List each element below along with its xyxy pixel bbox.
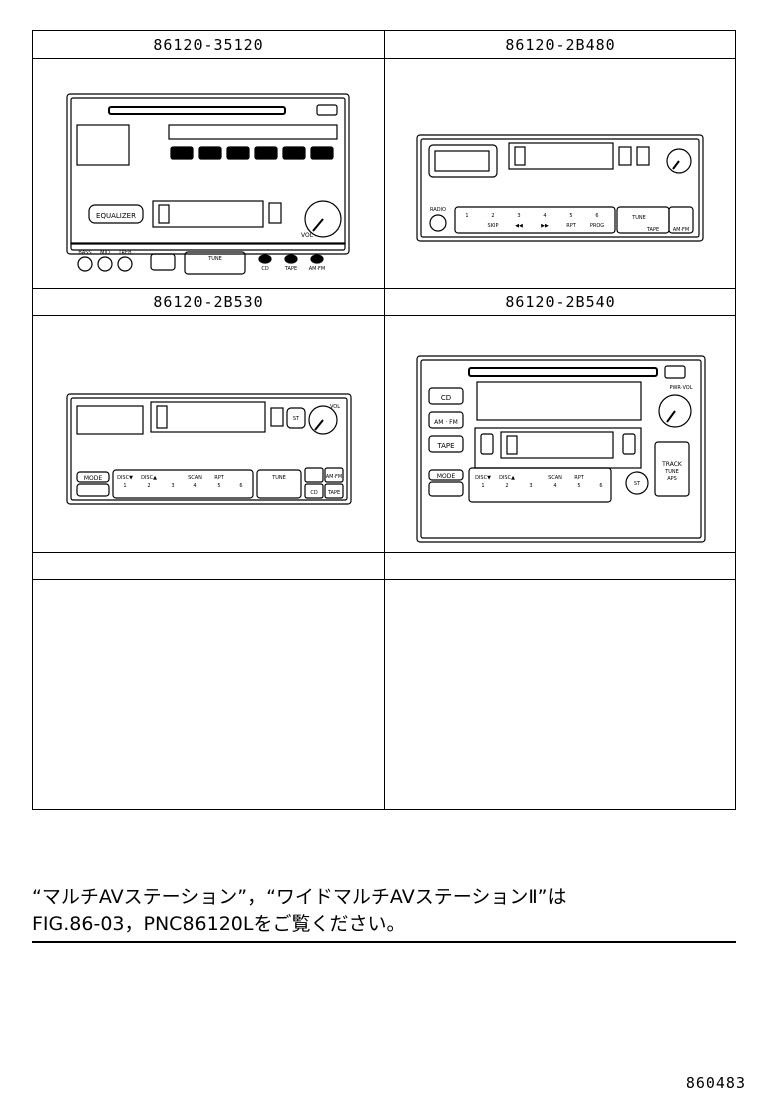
preset-sub-ff: ▶▶ — [541, 223, 549, 229]
tape-button-label: TAPE — [436, 442, 454, 450]
tape-label: TAPE — [327, 490, 340, 496]
tune-label: TUNE — [271, 475, 286, 481]
bass-label: BASS — [78, 250, 91, 256]
preset-4: 4 — [543, 213, 546, 219]
cd-button-label: CD — [441, 394, 451, 402]
mode-label: MODE — [84, 475, 103, 482]
disc-down-label: DISC▼ — [117, 475, 133, 481]
tune-label: TUNE — [207, 256, 222, 262]
preset-3: 3 — [529, 483, 532, 489]
equalizer-label: EQUALIZER — [96, 212, 136, 220]
disc-up-label: DISC▲ — [141, 475, 157, 481]
parts-table: 86120-35120 86120-2B480 86120-2B530 8612… — [32, 30, 736, 810]
part-number-header: 86120-35120 — [153, 36, 264, 54]
track-label: TRACK — [661, 461, 683, 468]
st-label: ST — [293, 416, 300, 422]
preset-1: 1 — [123, 483, 126, 489]
part-number-header: 86120-2B530 — [153, 293, 264, 311]
preset-5: 5 — [217, 483, 220, 489]
cd-label: CD — [261, 266, 268, 272]
preset-1: 1 — [465, 213, 468, 219]
amfm-button-label: AM · FM — [434, 419, 458, 426]
tune-label: TUNE — [631, 215, 646, 221]
radio-illustration-2B480: RADIO TUNE TAPE AM·FM 1 2 3 4 5 6 SKIP ◀… — [385, 59, 736, 288]
disc-up-label: DISC▲ — [499, 475, 515, 481]
reference-note: “マルチAVステーション”，“ワイドマルチAVステーションⅡ”は FIG.86-… — [32, 884, 736, 938]
tape-label: TAPE — [284, 266, 297, 272]
radio-illustration-35120: EQUALIZER VOL BASS MID TREB TUNE CD TAPE… — [33, 59, 384, 288]
disc-down-label: DISC▼ — [475, 475, 491, 481]
cd-label: CD — [310, 490, 317, 496]
vol-label: VOL — [330, 404, 340, 410]
amfm-label: AM·FM — [309, 266, 326, 272]
note-line-1: “マルチAVステーション”，“ワイドマルチAVステーションⅡ”は — [32, 886, 567, 908]
note-underline — [32, 941, 736, 943]
amfm-label: AM·FM — [326, 474, 343, 480]
rpt-label: RPT — [574, 475, 584, 481]
pwr-vol-label: PWR·VOL — [669, 385, 692, 391]
radio-illustration-2B540: CD AM · FM TAPE MODE PWR·VOL TRACK TUNE … — [385, 316, 736, 552]
treb-label: TREB — [117, 250, 132, 256]
preset-sub-rpt: RPT — [566, 223, 576, 229]
rpt-label: RPT — [214, 475, 224, 481]
preset-3: 3 — [517, 213, 520, 219]
amfm-label: AM·FM — [673, 227, 690, 233]
st-label: ST — [634, 481, 641, 487]
preset-2: 2 — [505, 483, 508, 489]
scan-label: SCAN — [188, 475, 202, 481]
part-number-header: 86120-2B540 — [505, 293, 616, 311]
diagram-code: 860483 — [685, 1074, 746, 1092]
radio-label: RADIO — [430, 207, 446, 213]
preset-2: 2 — [491, 213, 494, 219]
preset-6: 6 — [599, 483, 602, 489]
column-divider — [384, 31, 385, 809]
note-line-2: FIG.86-03，PNC86120Lをご覧ください。 — [32, 913, 406, 935]
aps-label: APS — [667, 476, 677, 482]
mid-label: MID — [100, 250, 110, 256]
preset-4: 4 — [193, 483, 196, 489]
preset-5: 5 — [569, 213, 572, 219]
preset-2: 2 — [147, 483, 150, 489]
preset-5: 5 — [577, 483, 580, 489]
preset-4: 4 — [553, 483, 556, 489]
preset-sub-skip: SKIP — [488, 223, 499, 229]
radio-illustration-2B530: MODE VOL ST TUNE CD TAPE AM·FM DISC▼ DIS… — [33, 316, 384, 552]
vol-label: VOL — [301, 232, 314, 239]
tape-label: TAPE — [646, 227, 659, 233]
preset-sub-prog: PROG — [590, 223, 604, 229]
preset-3: 3 — [171, 483, 174, 489]
preset-1: 1 — [481, 483, 484, 489]
preset-6: 6 — [595, 213, 598, 219]
preset-sub-rew: ◀◀ — [515, 223, 523, 229]
scan-label: SCAN — [548, 475, 562, 481]
tune-label: TUNE — [664, 469, 679, 475]
preset-6: 6 — [239, 483, 242, 489]
part-number-header: 86120-2B480 — [505, 36, 616, 54]
mode-label: MODE — [437, 473, 456, 480]
